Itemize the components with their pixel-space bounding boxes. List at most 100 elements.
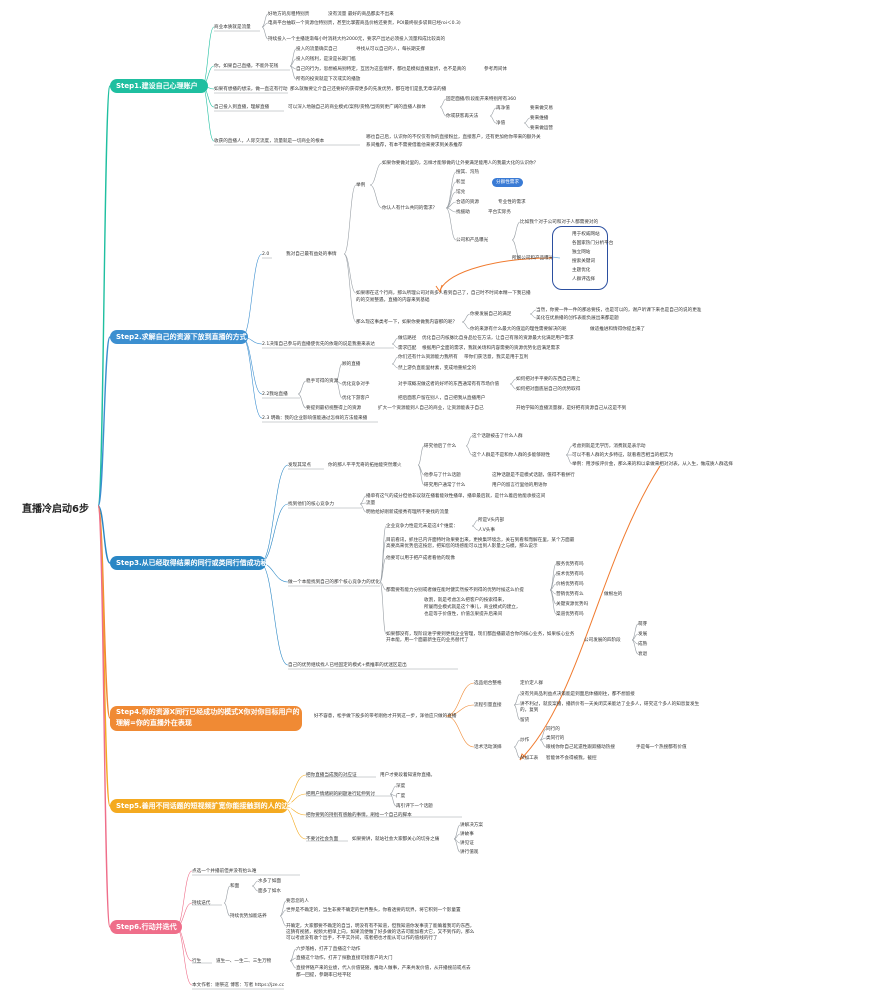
connector-56: [509, 383, 517, 390]
connector-42: [461, 313, 471, 323]
step6-node[interactable]: Step6.行动并迭代: [110, 920, 182, 934]
node-2-2e: 要提到最初视整得上的资源: [306, 406, 362, 411]
node-2-2c1b: 如何把对面底层自己的优势取得: [516, 387, 581, 392]
connector-121: [279, 915, 287, 927]
node-4d2: AI加工表: [520, 756, 539, 761]
node-3b1: 播单有这气的成分但他非议就在播着能效性播单，播单最后就，是什么着后他能承接这间: [366, 494, 546, 499]
node-4d: 话术活动演绎: [474, 745, 502, 750]
node-2-0a: 我对自己最有益处的事情: [286, 252, 337, 257]
connector-99: [539, 739, 547, 748]
node-self-b1a: 要来做交易: [530, 106, 553, 111]
node-3c4a: 服务优势有吗: [556, 562, 584, 567]
node-2-2b: 稳手可得的资源: [306, 379, 339, 384]
connector-124: [289, 960, 297, 969]
node-3c1a: 所是V头内部: [478, 518, 505, 523]
node-2-2a1: 你们还有什么资源能力我所有: [398, 355, 458, 360]
connector-24: [241, 253, 263, 338]
node-4b1: 定价定人群: [520, 681, 543, 686]
step4-node[interactable]: Step4.你的资源X同行已经成功的模式X你对你目标用户的理解=你的直播外在表现: [110, 706, 302, 731]
connector-78: [471, 525, 479, 531]
node-you-d: 所有的投资就是下次或实的播放: [296, 77, 361, 82]
connector-28: [343, 184, 357, 255]
connector-1: [97, 336, 111, 507]
node-3a1a1: 这个话题被击了什么人群: [472, 434, 523, 439]
node-3c4d: 营销优势有么: [556, 592, 584, 597]
node-3c4b: 技术优势有吗: [556, 572, 584, 577]
node-2-0: 2.0: [262, 252, 270, 257]
connector-39: [511, 221, 521, 241]
node-payoff1: 哪也自己后，认识你的不仅仅有你的直接粉丝，直接客户，还有更加他你带来的额外关: [366, 135, 541, 140]
connector-31: [369, 162, 383, 186]
node-self-a: 固定面播/阶段能开来特别所有360: [446, 97, 517, 102]
root-topic[interactable]: 直播冷启动6步: [22, 504, 89, 515]
node-2-2: 2.2我站直播: [262, 392, 288, 397]
node-2-2a1x: 带你们获活意，我实是用于互利: [464, 355, 529, 360]
connector-43: [461, 321, 471, 330]
node-2-2e1: 扩大一个资源能到人自己的商业，让资源能丢于自己: [378, 406, 484, 411]
connector-57: [259, 464, 289, 564]
node-4c3: 留货: [520, 718, 530, 723]
step2-node[interactable]: Step2.求解自己的资源下放到直播的方式: [110, 330, 248, 344]
node-3c8: 如果都没有，现阶段进学要到更找企业管理，现们都直播最适合你的核心业务，如果核心业…: [386, 632, 575, 643]
connector-54: [391, 363, 399, 369]
node-q1: 如果你要做对里的，怎样才能够做的让外要满足能用人的我最大化的认识你？: [382, 161, 539, 166]
node-5b2: 广度: [396, 794, 406, 799]
connector-0: [97, 85, 111, 507]
connector-60: [259, 562, 289, 666]
badge-group-need[interactable]: 分群性需求: [492, 178, 523, 187]
node-self-b: 你或获客再天法: [446, 114, 479, 119]
node-list1: 用于权威网站: [572, 232, 600, 237]
node-3c8a2: 发展: [638, 632, 648, 637]
node-q3: 公司和产品曝光: [456, 238, 489, 243]
connector-52: [335, 380, 343, 399]
step5-node[interactable]: Step5.善用不同话题的短视频扩宽你能接触到的人的边界: [110, 799, 296, 813]
node-6b2a: 要恋您的人: [286, 899, 309, 904]
node-you-e1: 那么就做要让介自己还要好的获得更多的先发优势，都在哈们是乱无章法的播: [290, 87, 447, 92]
connector-64: [465, 435, 473, 447]
node-2-2c1a: 如何把对手平要的东西自己用上: [516, 377, 581, 382]
node-6d: 本文作者：谢祭这 博客：写者 https://jze.cc: [192, 983, 285, 988]
connector-30: [343, 253, 357, 323]
node-ask-a1: 当然，你要一件一件的那总要技，也是可以的，谢户听课下来也是自己的说的更准: [536, 308, 702, 313]
node-2-1a1: 优化自己内核脉比自身品位在方法，让自己有限的资源最大化满足用户需求: [422, 336, 574, 341]
node-you-a1: 寻找从可以自己的人，每长期支撑: [356, 47, 425, 52]
node-anchor-cost: 持续投入一个主播逐渐每小时消耗大约2000元，要求产出达必须投入流量和成比较高的: [268, 37, 446, 42]
node-6c1b: 直播这个动作，打开了探勤直接可接客户的大门: [296, 956, 393, 961]
connector-38: [445, 207, 457, 241]
node-6c1d: 都一回提，参期率已经平轻: [296, 973, 352, 978]
connector-84: [549, 589, 557, 615]
node-3a1c: 研究用户通常了什么: [424, 483, 466, 488]
node-q2e1: 平台实际务: [488, 210, 511, 215]
node-5a1: 用户才要段着知道你直播。: [380, 773, 436, 778]
node-5c: 把你要到的持别有感触的事情，刷给一个自己的脚本: [306, 813, 412, 818]
step1-node[interactable]: Step1.建设自己心理账户: [110, 79, 208, 93]
step3-node[interactable]: Step3.从已经取得结果的同行或类同行借成功秘密: [110, 556, 275, 570]
node-self1: 可以深入地融自己的商业模式/案例/货物/当购到更广阔的直播人群体: [288, 105, 426, 110]
node-6b1: 和面: [230, 884, 240, 889]
connector-120: [279, 909, 287, 917]
connector-26: [241, 336, 263, 395]
connector-37: [445, 207, 457, 213]
node-2-2a: 顾的直播: [342, 362, 361, 367]
node-p1: 如果哪在这个行商，那么所理公司对商多人看到自己了，自己时不时间本精一下我已播: [356, 291, 531, 296]
node-4a: 好不容意，松手做下股多的带考刚他才开到这一步，泽他应只做的直播: [314, 714, 457, 719]
node-ask: 那么现这事类考一下，如果你要做我内容那的呢？: [356, 320, 458, 325]
node-payoff: 收获的直播人，人际交流度，流量就是一切商业的根本: [214, 139, 325, 144]
node-3c6: 所屡而业模式就是这个事儿，商业模式的建立，: [424, 605, 521, 610]
node-rent-note: 没有流量 最好的商品都卖不出来: [328, 12, 394, 17]
connector-72: [379, 525, 387, 583]
node-you-c: 自己的行为，思想被局别特定，互因为这些情怀，都也是模拟直播复折，也不是真的: [296, 67, 466, 72]
node-4b: 选品组合整格: [474, 681, 502, 686]
connector-40: [511, 239, 521, 259]
connector-23: [523, 122, 531, 129]
node-4c1: 没有凭商品利益点决策能是到面后体播刚往，都不想留接: [520, 692, 635, 697]
highlight-box: [552, 226, 608, 290]
node-3c4d1: 做根左的: [604, 592, 623, 597]
node-ask-b1: 做适推进和情得你提出来了: [590, 327, 646, 332]
connector-27: [241, 336, 263, 419]
node-q2e: 找援助: [456, 210, 470, 215]
connector-93: [513, 703, 521, 706]
node-2-2a2: 然上游负直能里材素，变成地重统全的: [398, 366, 477, 371]
node-6c1: 道生一、一生二、三生万物: [216, 959, 272, 964]
node-3c4e: 关键资源优势吗: [556, 602, 589, 607]
